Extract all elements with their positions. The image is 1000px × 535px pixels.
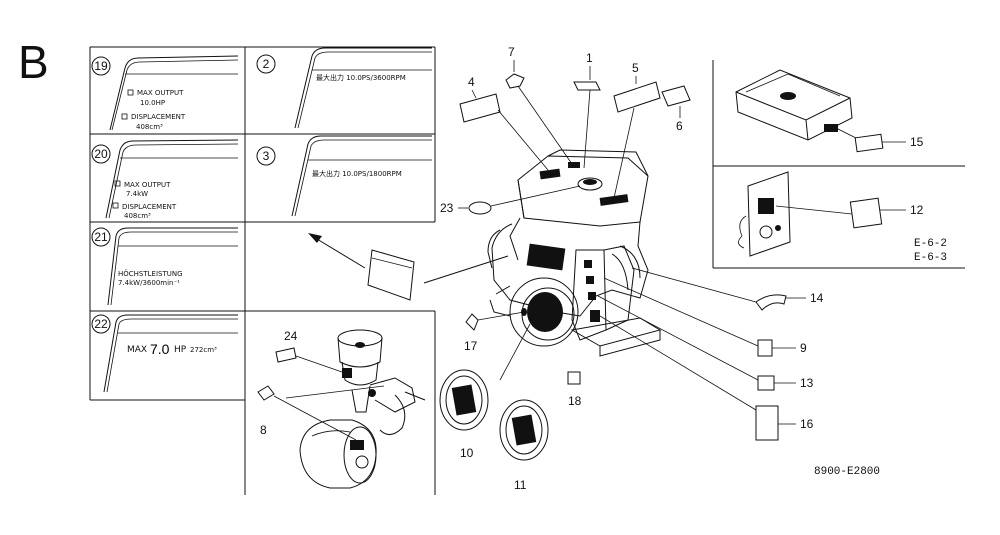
callout-18: 18 <box>568 394 582 408</box>
callout-group-1: 1 <box>573 51 601 169</box>
inset-box: 15 12 E-6-2 E-6-3 <box>712 60 965 269</box>
emblem-10: 10 <box>439 369 489 460</box>
panel-20-line3: DISPLACEMENT <box>122 203 177 211</box>
callout-group-18: 18 <box>567 371 582 408</box>
callout-6: 6 <box>676 119 683 133</box>
panel-20-line1: MAX OUTPUT <box>124 181 171 189</box>
callout-group-4: 4 <box>459 75 549 171</box>
panel-2: 2 最大出力 10.0PS/3600RPM <box>256 47 432 129</box>
panel-22-disp: 272cm³ <box>190 346 217 354</box>
panel-19-line1: MAX OUTPUT <box>137 89 184 97</box>
callout-17: 17 <box>464 339 478 353</box>
panel-21-line1: HÖCHSTLEISTUNG <box>118 269 183 278</box>
section-letter: B <box>18 36 49 88</box>
callout-group-6: 6 <box>661 85 691 133</box>
inset-code-2: E-6-3 <box>914 252 947 264</box>
callout-group-23: 23 <box>440 185 581 215</box>
callout-9: 9 <box>800 341 807 355</box>
panel-22-number: 22 <box>94 317 108 331</box>
label-panels-grid <box>89 46 436 495</box>
callout-23: 23 <box>440 201 454 215</box>
callout-8: 8 <box>260 423 267 437</box>
panel-19: 19 MAX OUTPUT 10.0HP DISPLACEMENT 408cm³ <box>91 55 239 131</box>
callout-group-13: 13 <box>597 295 814 391</box>
panel-3: 3 最大出力 10.0PS/1800RPM <box>256 135 432 217</box>
panel-22-unit: HP <box>174 345 187 355</box>
callout-16: 16 <box>800 417 814 431</box>
panel-20-number: 20 <box>94 147 108 161</box>
panel-19-number: 19 <box>94 59 108 73</box>
callout-group-14: 14 <box>631 267 824 311</box>
callout-12: 12 <box>910 203 924 217</box>
callout-7: 7 <box>508 45 515 59</box>
panel-21-number: 21 <box>94 230 108 244</box>
panel-20-line2: 7.4kW <box>126 190 148 198</box>
panel-3-number: 3 <box>263 149 270 163</box>
panel-reference-arrow <box>308 233 509 301</box>
panel-22-value: 7.0 <box>150 341 170 357</box>
callout-15: 15 <box>910 135 924 149</box>
panel-20: 20 MAX OUTPUT 7.4kW DISPLACEMENT 408cm³ <box>91 139 239 220</box>
panel-19-line3: DISPLACEMENT <box>131 113 186 121</box>
panel-2-number: 2 <box>263 57 270 71</box>
callout-group-16: 16 <box>599 315 814 441</box>
callout-group-7: 7 <box>505 45 573 165</box>
callout-4: 4 <box>468 75 475 89</box>
panel-19-line2: 10.0HP <box>140 99 165 107</box>
callout-13: 13 <box>800 376 814 390</box>
panel-22: 22 MAX 7.0 HP 272cm³ <box>91 314 238 393</box>
callout-11: 11 <box>514 478 527 492</box>
emblem-11: 11 <box>499 399 549 492</box>
inset-code-1: E-6-2 <box>914 238 947 250</box>
air-cleaner-subview: 24 8 <box>257 329 426 489</box>
callout-group-5: 5 <box>613 61 661 199</box>
panel-20-line4: 408cm³ <box>124 212 151 220</box>
diagram-code: 8900-E2800 <box>814 466 880 478</box>
engine-illustration <box>487 149 662 357</box>
panel-21-line2: 7.4kW/3600min⁻¹ <box>118 279 180 287</box>
panel-21: 21 HÖCHSTLEISTUNG 7.4kW/3600min⁻¹ <box>91 227 238 306</box>
panel-2-text: 最大出力 10.0PS/3600RPM <box>316 73 406 82</box>
callout-5: 5 <box>632 61 639 75</box>
panel-22-max: MAX <box>127 345 147 355</box>
callout-group-17: 17 <box>464 311 525 353</box>
callout-24: 24 <box>284 329 298 343</box>
callout-group-9: 9 <box>603 277 807 357</box>
panel-3-text: 最大出力 10.0PS/1800RPM <box>312 169 402 178</box>
leader-emblem <box>499 323 531 381</box>
callout-10: 10 <box>460 446 474 460</box>
callout-1: 1 <box>586 51 593 65</box>
callout-14: 14 <box>810 291 824 305</box>
panel-19-line4: 408cm³ <box>136 123 163 131</box>
